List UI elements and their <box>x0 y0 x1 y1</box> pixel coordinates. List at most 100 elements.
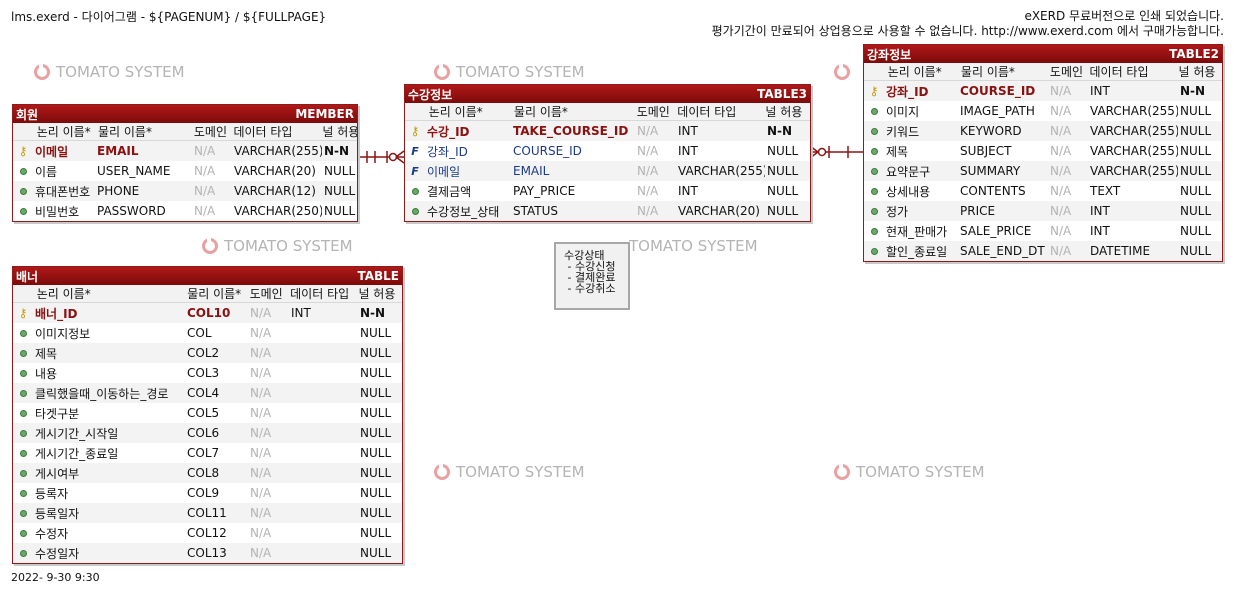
column-logical-name: 정가 <box>886 204 909 219</box>
column-nullable: NULL <box>767 164 799 178</box>
column-physical-name: COL6 <box>187 426 220 440</box>
column-nullable: N-N <box>1180 84 1206 98</box>
column-dot-icon <box>405 187 425 195</box>
column-dot-icon <box>405 207 425 215</box>
column-datatype: VARCHAR(20) <box>234 164 316 178</box>
column-logical-name: 타겟구분 <box>35 406 80 421</box>
column-physical-name: COL2 <box>187 346 220 360</box>
column-logical-name: 할인_종료일 <box>886 244 948 259</box>
column-nullable: NULL <box>1180 244 1212 258</box>
column-dot-icon <box>864 227 884 235</box>
column-dot-icon <box>13 409 33 417</box>
column-domain: N/A <box>194 164 216 178</box>
column-dot-icon <box>864 187 884 195</box>
column-physical-name: COL8 <box>187 466 220 480</box>
column-logical-name: 휴대폰번호 <box>35 184 91 199</box>
column-physical-name: PAY_PRICE <box>513 184 576 198</box>
column-dot-icon <box>13 207 33 215</box>
column-physical-name: USER_NAME <box>97 164 171 178</box>
column-nullable: NULL <box>1180 184 1212 198</box>
column-datatype: VARCHAR(255) <box>1090 124 1178 138</box>
column-header-datatype: 데이터 타입 <box>233 125 293 139</box>
column-header-domain: 도메인 <box>1049 65 1084 79</box>
column-datatype: VARCHAR(20) <box>678 204 760 218</box>
column-dot-icon <box>13 469 33 477</box>
column-domain: N/A <box>250 326 272 340</box>
column-domain: N/A <box>250 466 272 480</box>
column-nullable: NULL <box>360 466 392 480</box>
column-logical-name: 게시여부 <box>35 466 80 481</box>
column-logical-name: 제목 <box>35 346 58 361</box>
column-header-physical: 물리 이름* <box>513 105 568 119</box>
column-nullable: NULL <box>360 346 392 360</box>
column-dot-icon <box>13 167 33 175</box>
column-nullable: NULL <box>360 326 392 340</box>
column-domain: N/A <box>250 546 272 560</box>
table-row[interactable]: 게시여부 COL8 N/A NULL <box>13 463 402 483</box>
primary-key-icon: ⚷ <box>869 85 879 97</box>
status-note[interactable]: 수강상태 - 수강신청 - 결제완료 - 수강취소 <box>554 242 630 310</box>
column-nullable: NULL <box>1180 124 1212 138</box>
column-logical-name: 수강정보_상태 <box>427 204 500 219</box>
column-physical-name: PHONE <box>97 184 140 198</box>
column-datatype: VARCHAR(255) <box>1090 104 1178 118</box>
column-dot-icon <box>13 489 33 497</box>
column-nullable: NULL <box>360 546 392 560</box>
column-domain: N/A <box>1050 164 1072 178</box>
column-domain: N/A <box>250 366 272 380</box>
column-logical-name: 배너_ID <box>35 306 78 321</box>
column-logical-name: 강좌_ID <box>427 144 468 159</box>
column-physical-name: COL11 <box>187 506 227 520</box>
column-datatype: INT <box>1090 224 1110 238</box>
column-logical-name: 이메일 <box>427 164 461 179</box>
document-header-title: lms.exerd - 다이어그램 - ${PAGENUM} / ${FULLP… <box>11 10 327 24</box>
column-dot-icon <box>13 349 33 357</box>
column-header-domain: 도메인 <box>193 125 228 139</box>
table-logical-name: 배너 <box>16 269 39 284</box>
column-dot-icon <box>13 529 33 537</box>
column-logical-name: 이미지 <box>886 104 920 119</box>
column-header-physical: 물리 이름* <box>187 287 242 301</box>
column-domain: N/A <box>1050 84 1072 98</box>
column-datatype: VARCHAR(255) <box>1090 144 1178 158</box>
column-nullable: NULL <box>360 446 392 460</box>
